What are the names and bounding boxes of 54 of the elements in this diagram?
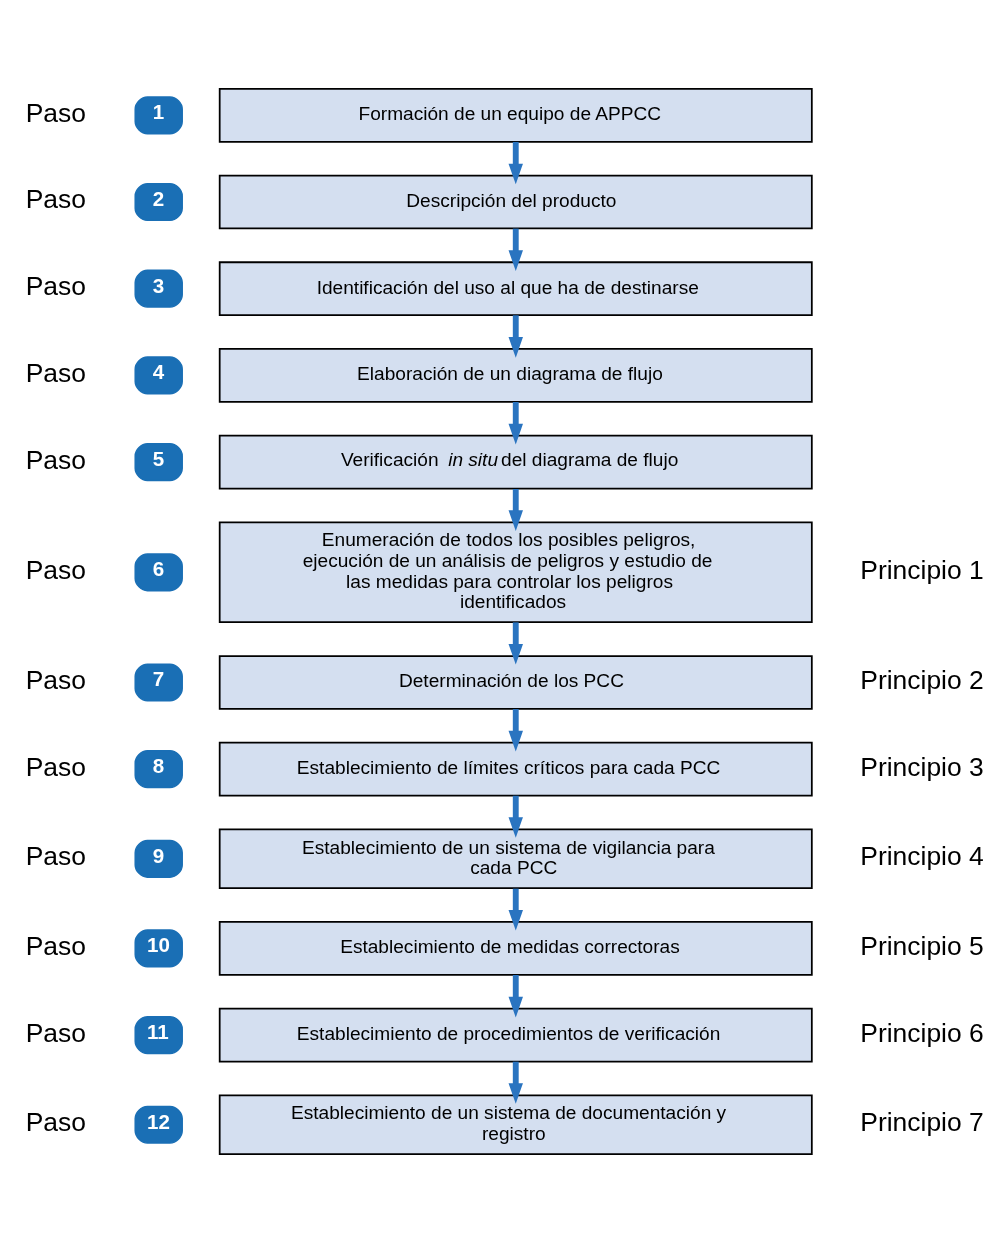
arrow <box>508 709 523 752</box>
node-box: 5 <box>134 442 183 482</box>
node-label: Paso <box>25 357 87 388</box>
node-box: 1 <box>134 96 183 135</box>
node-box: Establecimiento de medidas correctoras <box>218 921 813 976</box>
node-label: Paso <box>25 554 87 585</box>
node-box: Formación de un equipo de APPCC <box>218 88 813 143</box>
node-box: 6 <box>134 553 183 592</box>
node-box: 3 <box>134 269 183 308</box>
arrow <box>508 888 523 931</box>
node-label: Paso <box>25 97 87 128</box>
node-label: Paso <box>25 930 87 961</box>
node-box: Verificación in situ del diagrama de flujo <box>218 434 813 490</box>
node-label: Paso <box>25 1017 87 1048</box>
node-label: Paso <box>25 1107 87 1138</box>
node-label: Principio 7 <box>860 1107 984 1138</box>
node-label: Principio 1 <box>860 554 984 585</box>
node-label: Paso <box>25 664 87 695</box>
node-label: Principio 3 <box>860 751 984 782</box>
node-label: Paso <box>25 841 87 872</box>
node-label: Principio 5 <box>860 930 984 961</box>
node-box: Establecimiento de procedimientos de verificación <box>218 1007 813 1063</box>
arrow <box>508 622 523 665</box>
node-box: 4 <box>134 356 183 395</box>
node-box: 12 <box>134 1105 183 1144</box>
node-box: 7 <box>134 663 183 702</box>
node-box: Establecimiento de un sistema de vigilancia para cada PCC <box>218 828 813 890</box>
arrow <box>508 488 523 531</box>
node-box: Determinación de los PCC <box>218 655 813 710</box>
node-box: Identificación del uso al que ha de destinarse <box>218 261 813 317</box>
node-box: 11 <box>134 1016 183 1055</box>
arrow <box>508 228 523 271</box>
node-box: Descripción del producto <box>218 174 813 230</box>
arrow <box>508 795 523 838</box>
node-box: Enumeración de todos los posibles peligros, ejecución de un análisis de peligros y estudio de las medidas para controlar los peligros identificados <box>218 521 813 624</box>
arrow <box>508 1061 523 1104</box>
node-label: Principio 2 <box>860 664 984 695</box>
node-box: 9 <box>134 839 183 878</box>
node-label: Paso <box>25 271 87 302</box>
node-box: Elaboración de un diagrama de flujo <box>218 348 813 403</box>
arrow <box>508 141 523 185</box>
node-box: 2 <box>134 182 183 222</box>
node-box: Establecimiento de un sistema de documentación y registro <box>218 1094 813 1155</box>
arrow <box>508 402 523 445</box>
node-box: Establecimiento de límites críticos para cada PCC <box>218 741 813 797</box>
node-label: Paso <box>25 184 87 215</box>
node-label: Principio 6 <box>860 1017 984 1048</box>
arrow <box>508 975 523 1018</box>
arrow <box>508 315 523 358</box>
node-label: Paso <box>25 444 87 475</box>
node-label: Paso <box>25 751 87 782</box>
node-box: 8 <box>134 750 183 789</box>
node-label: Principio 4 <box>860 841 984 872</box>
node-box: 10 <box>134 929 183 968</box>
